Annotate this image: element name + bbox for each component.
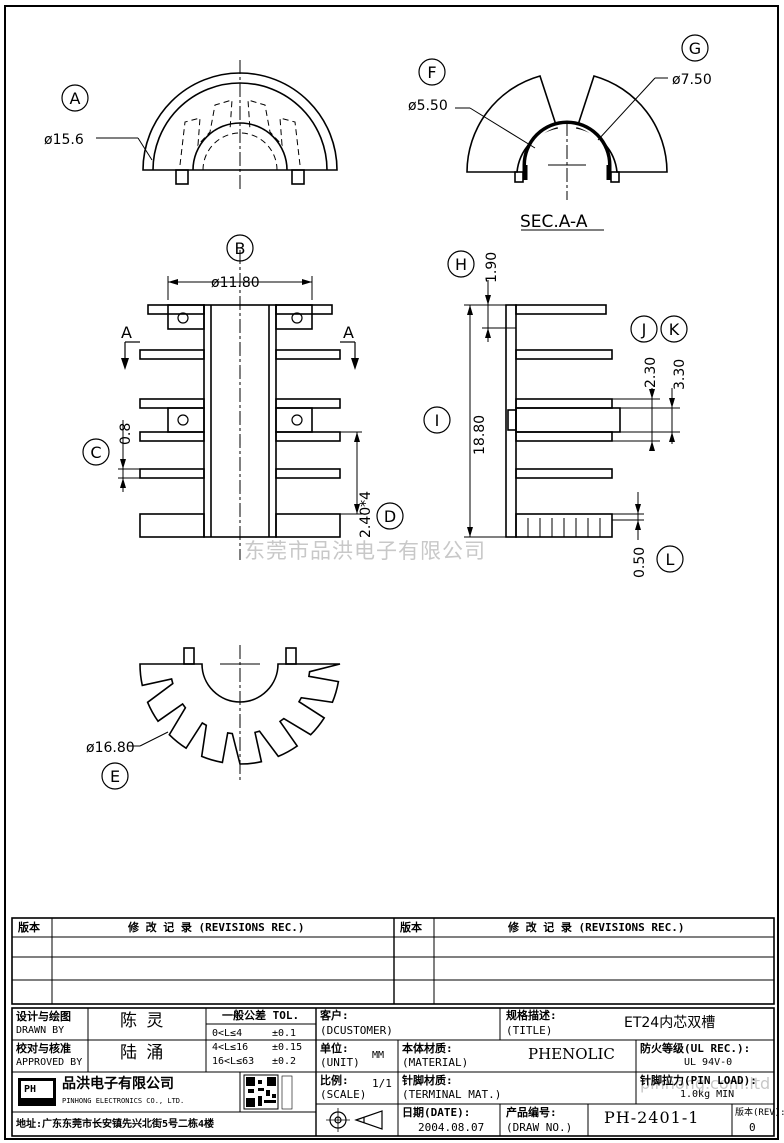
- label-i: I: [435, 411, 440, 430]
- label-f: F: [427, 63, 436, 82]
- rev-col-version-right: 版本: [400, 921, 422, 934]
- approved-by-name: 陆 涌: [120, 1043, 166, 1063]
- label-l: L: [666, 550, 675, 569]
- rev-label: 版本(REV):: [735, 1108, 784, 1118]
- company-logo: [18, 1078, 56, 1106]
- pinload-label: 针脚拉力(PIN LOAD):: [640, 1074, 757, 1087]
- revision-table: [11, 917, 775, 1005]
- date-value: 2004.08.07: [418, 1121, 485, 1134]
- tol-value-1: ±0.1: [272, 1028, 297, 1039]
- sheet-border: [4, 5, 779, 1140]
- cut-a-left: A: [121, 323, 132, 342]
- dim-l: 0.50: [632, 547, 648, 578]
- dim-a: ø15.6: [44, 132, 84, 148]
- label-g: G: [689, 39, 701, 58]
- unit-value: MM: [372, 1050, 385, 1061]
- dim-e: ø16.80: [86, 740, 135, 756]
- dim-h: 1.90: [484, 252, 500, 283]
- view-side: [423, 250, 688, 573]
- dim-f: ø5.50: [408, 98, 448, 114]
- label-j: J: [641, 320, 647, 339]
- tol-range-1: 0<L≤4: [212, 1028, 243, 1039]
- drawno-label-cn: 产品编号:: [506, 1106, 557, 1119]
- unit-label-en: (UNIT): [320, 1056, 360, 1069]
- label-k: K: [669, 320, 680, 339]
- dim-g: ø7.50: [672, 72, 712, 88]
- rev-value: 0: [749, 1121, 756, 1134]
- label-c: C: [90, 443, 101, 462]
- view-bottom: [101, 645, 341, 790]
- dim-d: 2.40*4: [358, 491, 374, 538]
- ul-value: UL 94V-0: [684, 1057, 733, 1068]
- label-e: E: [110, 767, 120, 786]
- ul-label: 防火等级(UL REC.):: [640, 1042, 751, 1055]
- side-arrows: [467, 295, 675, 537]
- rev-col-version-left: 版本: [18, 921, 40, 934]
- watermark-url: pinhong.com.ltd: [640, 1074, 771, 1093]
- company-name-en: PINHONG ELECTRONICS CO., LTD.: [62, 1097, 185, 1105]
- company-logo-text: PH: [24, 1084, 37, 1095]
- material-value: PHENOLIC: [528, 1045, 615, 1063]
- label-a: A: [70, 89, 81, 108]
- projection-symbol-icon: [326, 1108, 383, 1132]
- dim-c: 0.8: [118, 423, 134, 445]
- view-front: [82, 234, 404, 560]
- scale-label-en: (SCALE): [320, 1088, 367, 1101]
- qr-code-icon: [243, 1074, 293, 1110]
- dim-i: 18.80: [472, 415, 488, 455]
- unit-label-cn: 单位:: [320, 1042, 349, 1055]
- dim-k: 3.30: [672, 359, 688, 390]
- rev-col-record-right: 修 改 记 录 (REVISIONS REC.): [508, 921, 685, 934]
- dim-j: 2.30: [643, 357, 659, 388]
- title-block-grid: [11, 1007, 775, 1137]
- label-d: D: [384, 507, 396, 526]
- material-label-en: (MATERIAL): [402, 1056, 469, 1069]
- view-top: [61, 60, 338, 190]
- company-name-cn: 品洪电子有限公司: [62, 1076, 174, 1092]
- dim-b: ø11.80: [211, 275, 260, 291]
- date-label: 日期(DATE):: [402, 1106, 471, 1119]
- view-section: [418, 34, 709, 231]
- tol-value-2: ±0.15: [272, 1042, 303, 1053]
- customer-label-en: (DCUSTOMER): [320, 1024, 393, 1037]
- drawn-by-label-en: DRAWN BY: [16, 1025, 65, 1036]
- terminal-label-cn: 针脚材质:: [402, 1074, 453, 1087]
- spec-label-en: (TITLE): [506, 1024, 553, 1037]
- drawn-by-label-cn: 设计与绘图: [16, 1010, 71, 1023]
- watermark-text: 东莞市品洪电子有限公司: [244, 539, 486, 563]
- drawno-label-en: (DRAW NO.): [506, 1121, 573, 1134]
- scale-label-cn: 比例:: [320, 1074, 349, 1087]
- customer-label-cn: 客户:: [320, 1009, 349, 1022]
- spec-value: ET24内芯双槽: [624, 1015, 716, 1031]
- pinload-value: 1.0kg MIN: [680, 1089, 735, 1100]
- label-b: B: [235, 239, 246, 258]
- approved-by-label-cn: 校对与核准: [16, 1042, 71, 1055]
- tol-value-3: ±0.2: [272, 1056, 297, 1067]
- drawn-by-name: 陈 灵: [120, 1011, 166, 1031]
- front-arrows: [120, 279, 360, 514]
- drawno-value: PH-2401-1: [604, 1108, 700, 1127]
- label-h: H: [455, 255, 467, 274]
- approved-by-label-en: APPROVED BY: [16, 1057, 83, 1068]
- section-title: SEC.A-A: [520, 212, 588, 232]
- material-label-cn: 本体材质:: [402, 1042, 453, 1055]
- rev-col-record-left: 修 改 记 录 (REVISIONS REC.): [128, 921, 305, 934]
- company-address: 地址:广东东莞市长安镇先兴北街5号二栋4楼: [16, 1119, 215, 1130]
- tolerance-title: 一般公差 TOL.: [222, 1009, 300, 1022]
- tol-range-3: 16<L≤63: [212, 1056, 255, 1067]
- tol-range-2: 4<L≤16: [212, 1042, 249, 1053]
- cut-a-right: A: [343, 323, 354, 342]
- terminal-label-en: (TERMINAL MAT.): [402, 1088, 502, 1101]
- scale-value: 1/1: [372, 1077, 392, 1090]
- spec-label-cn: 规格描述:: [506, 1009, 557, 1022]
